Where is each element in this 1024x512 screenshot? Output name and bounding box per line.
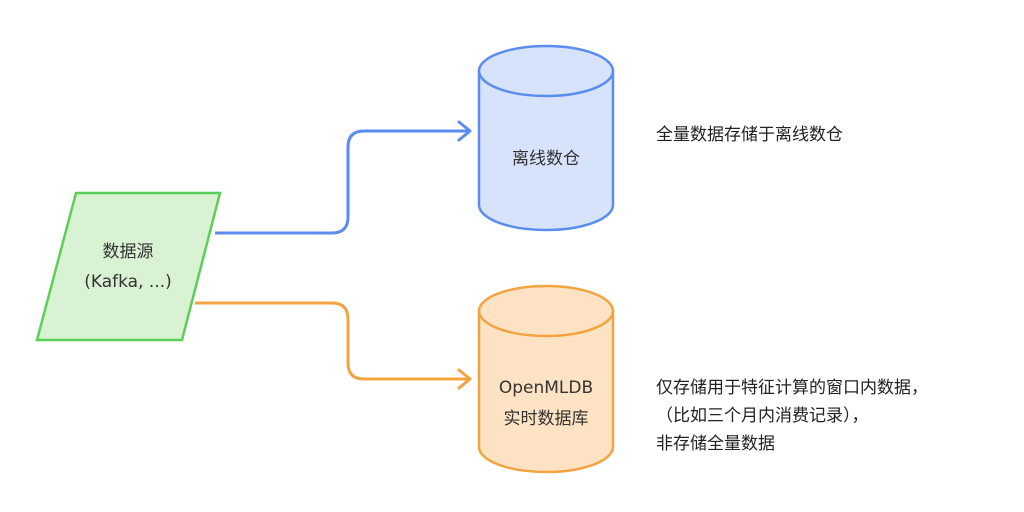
- offline-warehouse-node: 离线数仓: [477, 44, 615, 232]
- online-note: 仅存储用于特征计算的窗口内数据， （比如三个月内消费记录）， 非存储全量数据: [656, 374, 928, 458]
- offline-cylinder-body: [477, 71, 615, 232]
- online-connector-line: [195, 301, 468, 381]
- openmldb-sublabel: 实时数据库: [504, 409, 589, 429]
- online-connector: [195, 301, 472, 390]
- source-title: 数据源: [103, 242, 154, 262]
- offline-warehouse-label: 离线数仓: [512, 149, 580, 169]
- online-note-line-1: 仅存储用于特征计算的窗口内数据，: [656, 378, 928, 398]
- offline-arrowhead: [457, 120, 472, 142]
- openmldb-cylinder-top: [477, 284, 615, 338]
- openmldb-node: OpenMLDB 实时数据库: [477, 284, 615, 474]
- online-arrowhead: [457, 368, 472, 390]
- online-note-line-3: 非存储全量数据: [656, 434, 775, 454]
- offline-cylinder-top: [477, 44, 615, 98]
- source-subtitle: (Kafka, ...): [84, 272, 172, 292]
- offline-connector-line: [215, 129, 468, 235]
- source-node: 数据源 (Kafka, ...): [35, 191, 222, 342]
- openmldb-label: OpenMLDB: [499, 378, 593, 398]
- offline-note: 全量数据存储于离线数仓: [656, 125, 843, 145]
- offline-connector: [215, 120, 472, 235]
- source-shape: [35, 191, 222, 342]
- online-note-line-2: （比如三个月内消费记录），: [656, 406, 869, 426]
- openmldb-cylinder-body: [477, 311, 615, 474]
